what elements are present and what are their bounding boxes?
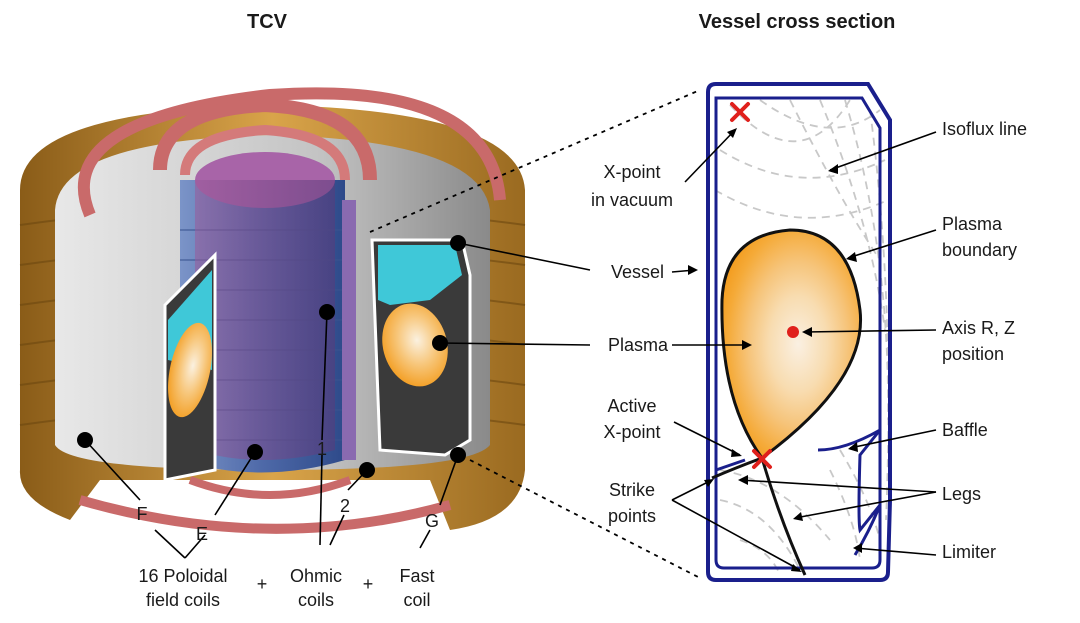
leg-outer <box>760 457 807 576</box>
xpoint-vacuum-marker <box>730 102 750 122</box>
label-xpoint-vacuum-line2: in vacuum <box>591 190 673 210</box>
label-legs: Legs <box>942 484 981 504</box>
projection-line-bottom <box>469 459 701 579</box>
xpoint-active-marker <box>752 449 772 469</box>
label-plasma: Plasma <box>608 335 669 355</box>
label-2: 2 <box>340 496 350 516</box>
vessel-outline <box>706 82 892 582</box>
arrow-heads <box>688 128 862 572</box>
left-cutaway <box>163 251 217 482</box>
title-tcv: TCV <box>247 11 288 33</box>
label-isoflux: Isoflux line <box>942 119 1027 139</box>
right-cutaway <box>370 238 472 457</box>
isoflux-lines <box>714 99 890 576</box>
axis-marker <box>787 326 799 338</box>
label-plus-1: + <box>257 574 268 594</box>
label-axis-line2: position <box>942 344 1004 364</box>
label-active-line2: X-point <box>603 422 660 442</box>
label-fast-line1: Fast <box>399 566 434 586</box>
label-boundary-line1: Plasma <box>942 214 1003 234</box>
label-poloidal-line2: field coils <box>146 590 220 610</box>
label-vessel: Vessel <box>611 262 664 282</box>
label-e: E <box>196 524 208 544</box>
vessel-cross-section <box>706 82 892 582</box>
tcv-illustration <box>19 87 591 559</box>
baffle <box>817 428 882 556</box>
plasma-shape <box>720 228 863 461</box>
label-poloidal-line1: 16 Poloidal <box>138 566 227 586</box>
central-solenoid <box>195 180 335 460</box>
leg-inner <box>711 456 763 480</box>
label-g: G <box>425 511 439 531</box>
projection-line-top <box>369 89 701 233</box>
label-baffle: Baffle <box>942 420 988 440</box>
label-strike-line1: Strike <box>609 480 655 500</box>
label-limiter: Limiter <box>942 542 996 562</box>
label-fast-line2: coil <box>403 590 430 610</box>
label-f: F <box>137 504 148 524</box>
label-1: 1 <box>317 439 327 459</box>
label-boundary-line2: boundary <box>942 240 1017 260</box>
label-plus-2: + <box>363 574 374 594</box>
label-strike-line2: points <box>608 506 656 526</box>
title-cross-section: Vessel cross section <box>699 11 896 33</box>
top-coil <box>77 87 506 218</box>
callout-lines <box>84 242 591 559</box>
label-ohmic-line2: coils <box>298 590 334 610</box>
label-ohmic-line1: Ohmic <box>290 566 342 586</box>
label-axis-line1: Axis R, Z <box>942 318 1015 338</box>
label-active-line1: Active <box>607 396 656 416</box>
label-xpoint-vacuum-line1: X-point <box>603 162 660 182</box>
